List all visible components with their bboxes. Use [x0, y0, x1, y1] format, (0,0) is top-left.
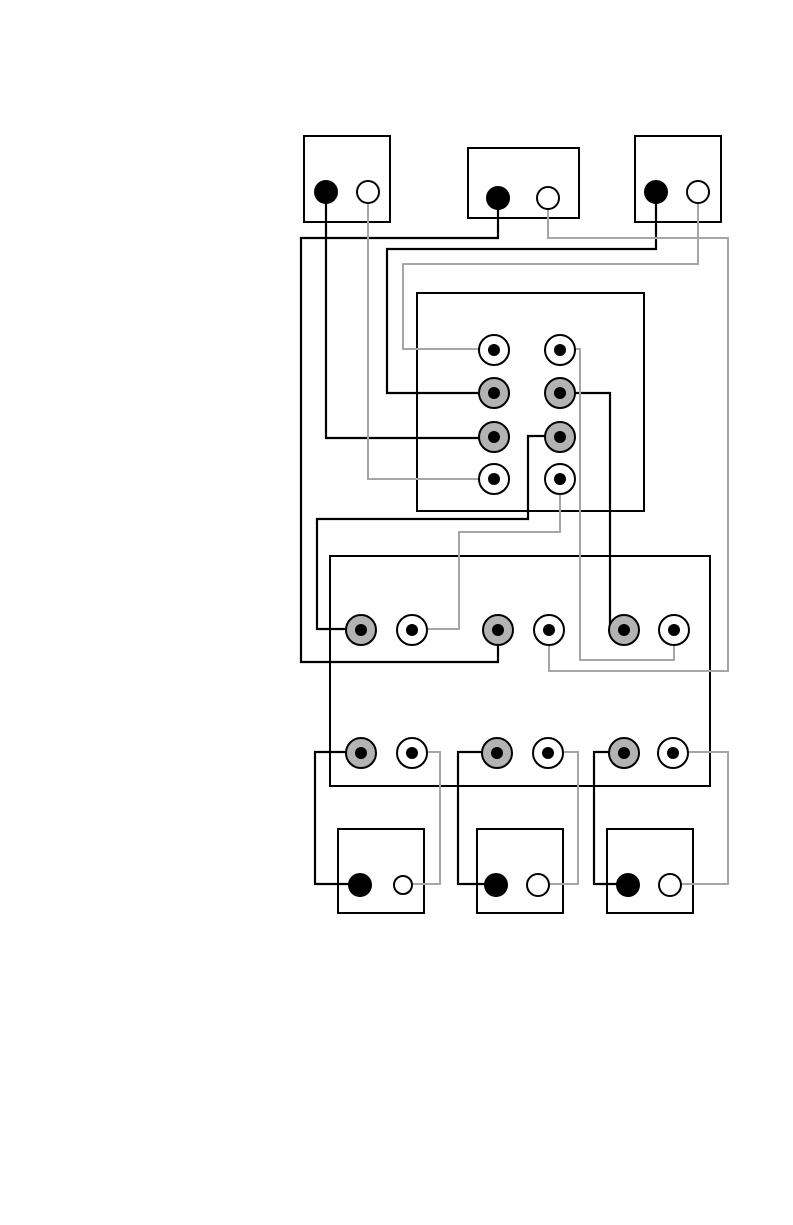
output-center-box — [477, 829, 563, 913]
source-center-jacks — [487, 187, 559, 209]
open-white-jack[interactable] — [687, 181, 709, 203]
open-white-jack[interactable] — [527, 874, 549, 896]
jack-pin — [491, 747, 503, 759]
output-left-jacks — [349, 874, 412, 896]
distribution-top-jacks — [346, 615, 689, 645]
jack-pin — [488, 387, 500, 399]
solid-black-jack[interactable] — [645, 181, 667, 203]
jack-pin — [554, 473, 566, 485]
solid-black-jack[interactable] — [349, 874, 371, 896]
light-wire — [560, 349, 674, 660]
light-wire — [412, 478, 560, 629]
jack-pin — [355, 624, 367, 636]
jack-pin — [406, 747, 418, 759]
open-white-jack[interactable] — [659, 874, 681, 896]
source-left-jacks — [315, 181, 379, 203]
source-left-box — [304, 136, 390, 222]
solid-black-jack[interactable] — [485, 874, 507, 896]
distribution-bottom-jacks — [346, 738, 688, 768]
dark-wire — [594, 752, 628, 884]
dark-wire — [326, 192, 493, 438]
open-white-jack[interactable] — [357, 181, 379, 203]
jack-pin — [488, 344, 500, 356]
jack-pin — [488, 431, 500, 443]
jack-pin — [542, 747, 554, 759]
component-boxes — [304, 136, 721, 913]
output-center-jacks — [485, 874, 549, 896]
jack-pin — [488, 473, 500, 485]
light-wire — [670, 752, 728, 884]
jack-pin — [543, 624, 555, 636]
jack-pin — [618, 624, 630, 636]
jack-pin — [355, 747, 367, 759]
solid-black-jack[interactable] — [487, 187, 509, 209]
light-wire — [538, 752, 578, 884]
source-right-box — [635, 136, 721, 222]
light-wires — [368, 192, 728, 884]
source-right-jacks — [645, 181, 709, 203]
light-wire — [403, 752, 440, 884]
jack-pin — [618, 747, 630, 759]
jack-pin — [406, 624, 418, 636]
jack-pin — [554, 344, 566, 356]
source-center-box — [468, 148, 579, 218]
open-white-jack[interactable] — [394, 876, 412, 894]
output-right-jacks — [617, 874, 681, 896]
jack-pin — [667, 747, 679, 759]
jack-pin — [668, 624, 680, 636]
output-right-box — [607, 829, 693, 913]
output-left-box — [338, 829, 424, 913]
jack-pin — [492, 624, 504, 636]
light-wire — [403, 192, 698, 349]
dark-wires — [301, 192, 656, 884]
jack-pin — [554, 431, 566, 443]
solid-black-jack[interactable] — [617, 874, 639, 896]
jack-pin — [554, 387, 566, 399]
open-white-jack[interactable] — [537, 187, 559, 209]
solid-black-jack[interactable] — [315, 181, 337, 203]
